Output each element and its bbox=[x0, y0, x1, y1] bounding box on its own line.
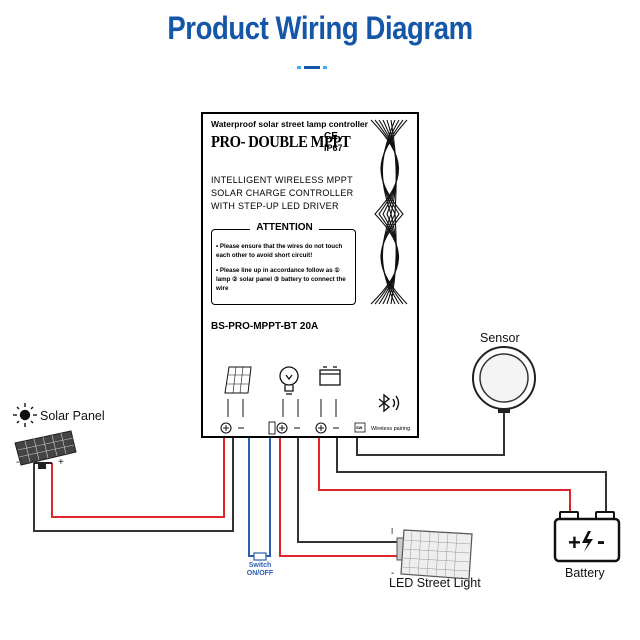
solar-port-icon bbox=[224, 366, 252, 394]
solar-panel-icon bbox=[14, 430, 77, 469]
attention-box: ATTENTION • Please ensure that the wires… bbox=[211, 222, 356, 305]
attention-title: ATTENTION bbox=[212, 222, 357, 233]
switch-label: Switch ON/OFF bbox=[236, 562, 284, 578]
battery-positive-wire bbox=[318, 438, 571, 516]
description-line: SOLAR CHARGE CONTROLLER bbox=[211, 188, 354, 198]
led-street-light-label: LED Street Light bbox=[389, 576, 481, 590]
switch-port-label: SW bbox=[356, 425, 363, 430]
switch-wire-b bbox=[264, 436, 271, 557]
attention-title-text: ATTENTION bbox=[250, 222, 319, 233]
solar-panel-label: Solar Panel bbox=[40, 409, 105, 423]
title-accent-divider bbox=[297, 66, 327, 69]
switch-box bbox=[253, 552, 267, 561]
sensor-wire bbox=[356, 412, 505, 456]
battery-port-icon bbox=[319, 366, 341, 386]
controller-subtitle: Waterproof solar street lamp controller bbox=[211, 119, 368, 129]
terminal-panel bbox=[220, 366, 400, 435]
solar-negative-wire bbox=[33, 438, 234, 532]
bluetooth-icon bbox=[378, 393, 400, 413]
part-number: BS-PRO-MPPT-BT 20A bbox=[211, 321, 319, 332]
svg-text:-: - bbox=[597, 528, 605, 555]
bulb-icon bbox=[279, 366, 299, 395]
switch-label-line: Switch bbox=[248, 562, 272, 569]
svg-text:+: + bbox=[568, 530, 581, 555]
solar-minus-mark: - bbox=[16, 457, 19, 468]
controller-model: PRO- DOUBLE MPPT bbox=[211, 132, 351, 151]
sun-icon bbox=[13, 403, 37, 427]
controller-unit: Waterproof solar street lamp controller … bbox=[201, 112, 419, 438]
ce-mark: CE bbox=[324, 131, 338, 142]
page-title: Product Wiring Diagram bbox=[167, 10, 473, 46]
led-minus-mark: - bbox=[391, 568, 394, 579]
decorative-stripes bbox=[370, 119, 408, 305]
attention-note: • Please ensure that the wires do not to… bbox=[216, 243, 343, 259]
description-line: WITH STEP-UP LED DRIVER bbox=[211, 201, 339, 211]
ip-rating: IP67 bbox=[324, 143, 343, 153]
attention-note: • Please line up in accordance follow as… bbox=[216, 267, 346, 292]
sensor-icon bbox=[472, 346, 536, 413]
switch-wire-a bbox=[248, 436, 256, 557]
lamp-positive-wire bbox=[279, 438, 400, 557]
led-street-light-icon bbox=[396, 529, 473, 580]
battery-label: Battery bbox=[565, 566, 605, 580]
battery-icon: + - bbox=[553, 511, 621, 563]
wireless-pairing-label: Wireless pairing bbox=[371, 426, 411, 432]
led-plus-mark: I bbox=[391, 527, 393, 536]
controller-description: INTELLIGENT WIRELESS MPPT SOLAR CHARGE C… bbox=[211, 174, 353, 213]
solar-positive-wire bbox=[51, 438, 225, 518]
switch-label-line: ON/OFF bbox=[246, 570, 274, 577]
solar-plus-mark: + bbox=[58, 457, 64, 468]
description-line: INTELLIGENT WIRELESS MPPT bbox=[211, 175, 353, 185]
lamp-negative-wire bbox=[297, 438, 400, 543]
sensor-label: Sensor bbox=[480, 331, 520, 345]
battery-negative-wire bbox=[336, 438, 607, 516]
